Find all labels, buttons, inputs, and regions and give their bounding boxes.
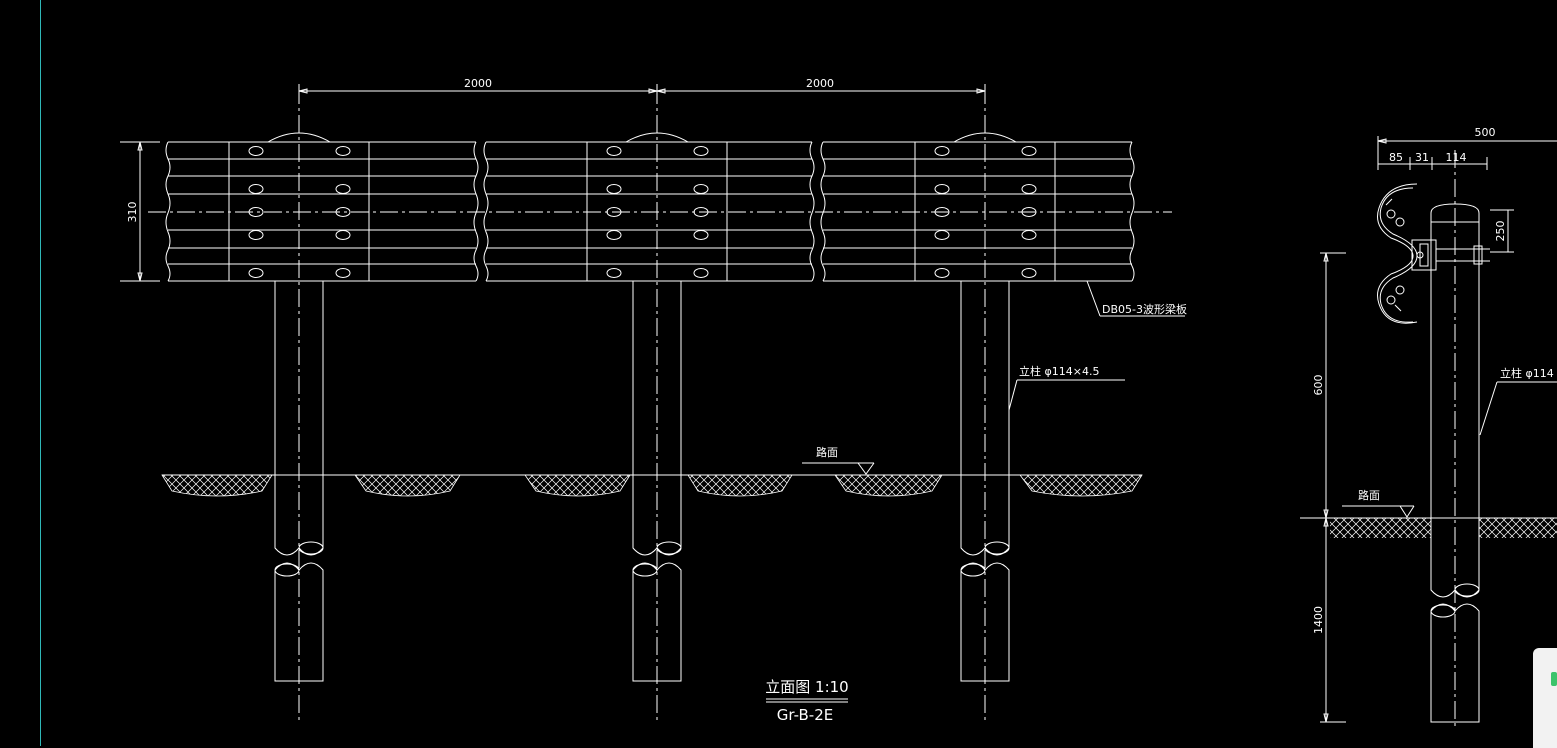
side-w-beam xyxy=(1377,183,1490,324)
side-post-note-label: 立柱 φ114 xyxy=(1500,366,1554,380)
post-2 xyxy=(632,281,682,682)
side-dim-b-label: 31 xyxy=(1415,151,1429,164)
rail-height-label: 310 xyxy=(126,202,139,223)
post-note-label: 立柱 φ114×4.5 xyxy=(1019,364,1099,378)
beam-panel-3 xyxy=(820,141,1135,282)
post-note: 立柱 φ114×4.5 xyxy=(1008,364,1125,411)
beam-panel-1 xyxy=(165,141,479,282)
elevation-view: 2000 2000 310 xyxy=(120,77,1187,724)
side-panel-tab[interactable] xyxy=(1533,648,1557,748)
beam-note-label: DB05-3波形梁板 xyxy=(1102,302,1187,316)
post-3 xyxy=(960,281,1010,682)
side-height-dimension: 600 1400 xyxy=(1312,252,1346,723)
rail-height-dimension: 310 xyxy=(120,141,160,282)
bolt-holes xyxy=(248,132,1037,278)
span-dimension: 2000 2000 xyxy=(298,77,986,100)
title-line-1: 立面图 1:10 xyxy=(765,678,848,696)
post-1 xyxy=(274,281,324,682)
drawing-title: 立面图 1:10 Gr-B-2E xyxy=(765,678,848,724)
side-section-view: 500 85 31 114 250 xyxy=(1300,126,1557,726)
road-surface-marker: 路面 xyxy=(802,446,875,475)
side-post xyxy=(1430,150,1480,726)
side-post-note: 立柱 φ114 xyxy=(1479,366,1557,436)
side-dim-c-label: 114 xyxy=(1446,151,1467,164)
beam-note: DB05-3波形梁板 xyxy=(1086,280,1187,317)
side-road-surface-label: 路面 xyxy=(1358,489,1380,502)
side-bolt-label: 250 xyxy=(1494,221,1507,242)
side-top-dimension: 500 85 31 114 xyxy=(1377,126,1557,170)
side-ground: 路面 xyxy=(1300,489,1557,538)
side-total-label: 500 xyxy=(1475,126,1496,139)
road-surface-label: 路面 xyxy=(816,446,838,459)
side-dim-a-label: 85 xyxy=(1389,151,1403,164)
side-height-below-label: 1400 xyxy=(1312,606,1325,634)
title-line-2: Gr-B-2E xyxy=(777,706,833,724)
viewport-left-edge xyxy=(40,0,41,746)
status-indicator-icon xyxy=(1551,672,1557,686)
ground-surface xyxy=(161,474,1143,497)
span-2-label: 2000 xyxy=(806,77,834,90)
span-1-label: 2000 xyxy=(464,77,492,90)
side-height-above-label: 600 xyxy=(1312,375,1325,396)
side-bolt-dimension: 250 xyxy=(1490,209,1514,253)
